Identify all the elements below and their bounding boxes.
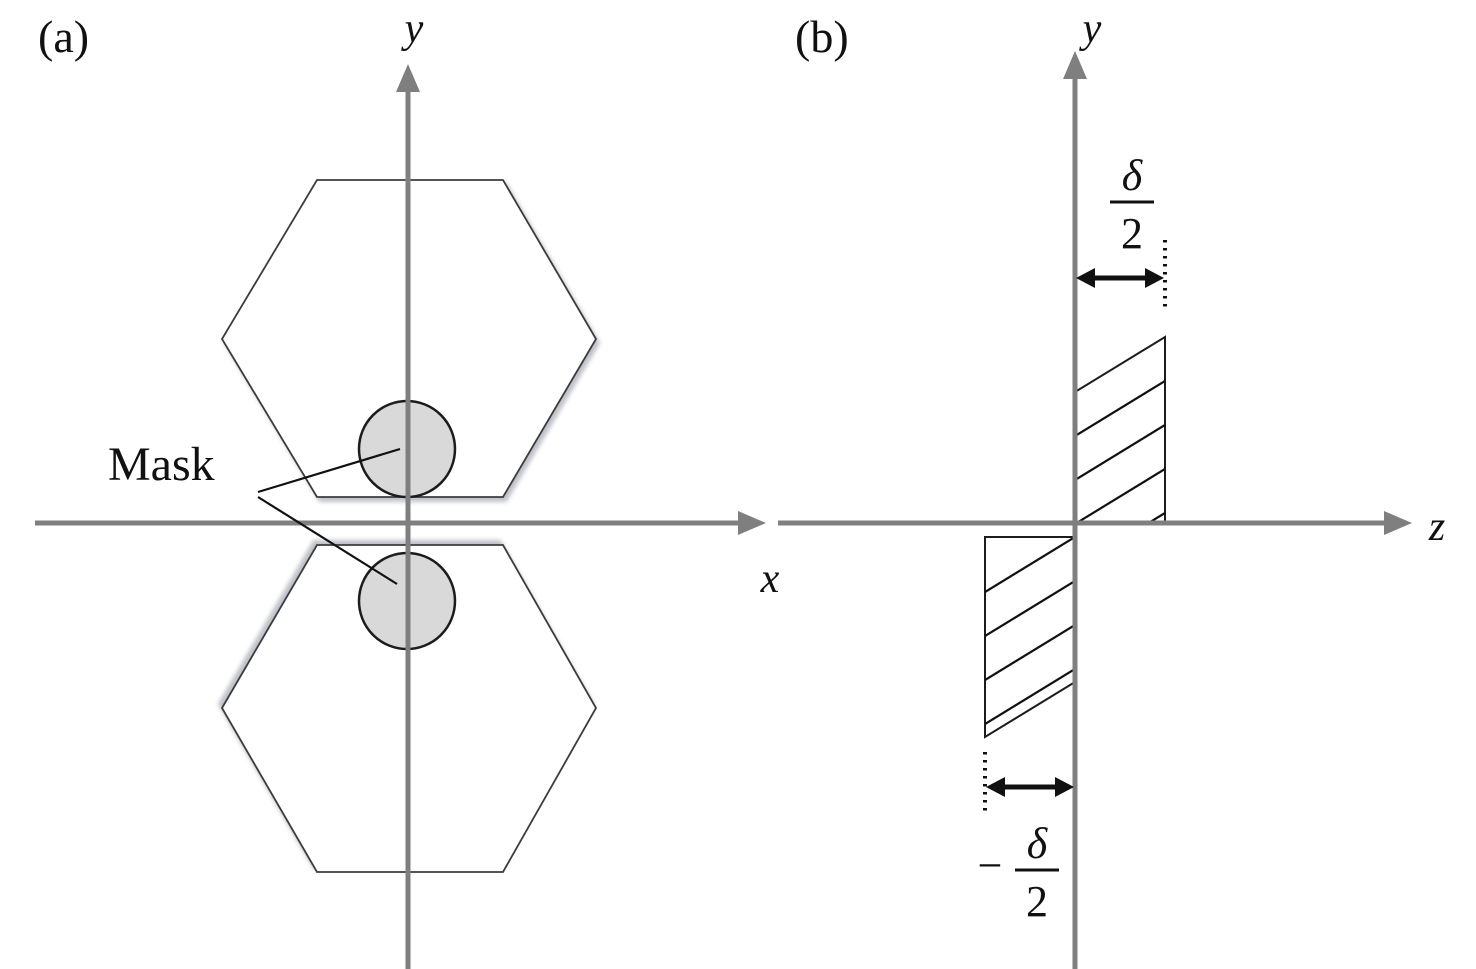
panel-a-x-axis-arrowhead-icon	[738, 511, 766, 535]
lower-offset-dimension: − δ 2	[978, 752, 1074, 926]
panel-a-label: (a)	[38, 11, 89, 62]
lower-hatched-region	[984, 536, 1076, 739]
hatch-line	[1075, 424, 1165, 481]
panel-b-y-axis-label: y	[1079, 6, 1102, 52]
upper-offset-arrowhead-right-icon	[1145, 268, 1164, 288]
upper-offset-arrowhead-left-icon	[1076, 268, 1095, 288]
panel-b-label: (b)	[795, 11, 849, 62]
panel-b-y-axis-arrowhead-icon	[1063, 51, 1087, 79]
hatch-line	[985, 580, 1075, 637]
hatch-line	[985, 537, 1075, 593]
lower-offset-sign: −	[978, 841, 1003, 890]
upper-hatched-region	[1074, 335, 1166, 523]
lower-offset-denominator: 2	[1026, 877, 1048, 926]
hatch-line	[1075, 380, 1165, 437]
panel-b-z-axis-arrowhead-icon	[1384, 511, 1412, 535]
upper-offset-dimension: δ 2	[1076, 151, 1167, 312]
lower-offset-arrowhead-right-icon	[1055, 777, 1074, 797]
hatch-line	[985, 624, 1075, 681]
panel-a-x-axis-label: x	[760, 556, 780, 602]
upper-offset-numerator: δ	[1122, 151, 1144, 200]
upper-offset-denominator: 2	[1121, 209, 1143, 258]
hatch-line	[985, 668, 1075, 725]
lower-offset-arrowhead-left-icon	[986, 777, 1005, 797]
lower-region-outline	[984, 536, 1076, 739]
mask-label: Mask	[108, 438, 215, 491]
panel-b-z-axis-label: z	[1428, 504, 1445, 550]
lower-hatch-lines	[985, 537, 1075, 725]
mask-leader-line-lower	[257, 496, 398, 585]
mask-leader-line-upper	[257, 447, 401, 494]
panel-a-y-axis-arrowhead-icon	[396, 64, 420, 92]
lower-offset-numerator: δ	[1027, 819, 1049, 868]
panel-a-y-axis-label: y	[401, 6, 424, 52]
upper-hatch-lines	[1075, 380, 1165, 523]
hatch-line	[1075, 468, 1165, 523]
upper-region-outline	[1074, 335, 1166, 523]
panel-a: (a) y x Mask	[35, 6, 780, 969]
panel-b: δ 2 − δ 2 (b) y z	[778, 6, 1445, 969]
